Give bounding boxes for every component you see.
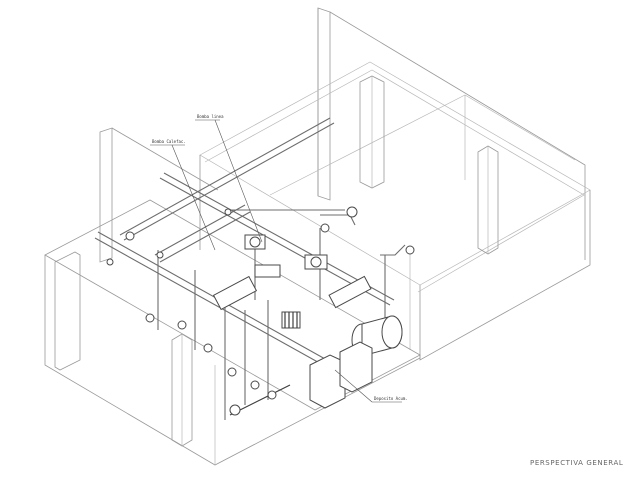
- pump-1-motor: [249, 236, 261, 248]
- callouts: Bomba Calefac. Bomba linea Deposito Acum…: [150, 114, 408, 403]
- drawing-title: PERSPECTIVA GENERAL: [530, 459, 623, 467]
- boiler-callout-label: Bomba Calefac.: [152, 139, 186, 144]
- pump-callout-label: Bomba linea: [197, 114, 224, 119]
- upper-room-roof: [199, 61, 591, 286]
- valve-11: [320, 223, 330, 233]
- valve-5: [250, 380, 260, 390]
- cross-pipe-2: [123, 122, 335, 241]
- valve-12: [405, 245, 415, 255]
- control-panel-2: [339, 341, 373, 393]
- tank-end-right: [381, 315, 403, 349]
- equipment: [106, 206, 415, 416]
- boiler-leader-line: [171, 144, 216, 251]
- plate-exchanger: [281, 311, 301, 329]
- tank-callout-label: Deposito Acum.: [374, 396, 408, 401]
- valve-8: [106, 258, 114, 266]
- left-block: [54, 251, 81, 371]
- valve-4: [227, 367, 237, 377]
- pump-3: [254, 264, 281, 278]
- heat-exchanger-1: [212, 275, 258, 311]
- left-wall-top: [111, 127, 219, 191]
- control-panel-1: [309, 354, 346, 409]
- valve-9: [156, 251, 164, 259]
- rear-header-2: [163, 172, 395, 301]
- expansion-vessel: [346, 206, 358, 218]
- tank-leader-line: [334, 369, 373, 403]
- rear-wall-top: [329, 11, 586, 260]
- heat-exchanger-2: [328, 275, 372, 309]
- valve-6: [229, 404, 241, 416]
- upper-room-front: [419, 190, 591, 361]
- building-shell: [44, 7, 591, 466]
- left-wall-panel: [99, 127, 113, 263]
- valve-3: [203, 343, 213, 353]
- valve-1: [145, 313, 155, 323]
- upper-room-inner: [204, 69, 585, 293]
- valve-10: [224, 208, 232, 216]
- elbow-pipe-2: [380, 244, 406, 256]
- pump-leader-line: [214, 119, 263, 243]
- rear-wall-left-edge: [317, 7, 331, 201]
- pump-2-motor: [310, 256, 322, 268]
- valve-7: [267, 390, 277, 400]
- distribution-pipe-2: [159, 211, 251, 263]
- valve-13: [125, 231, 135, 241]
- valve-2: [177, 320, 187, 330]
- cross-pipe-1: [119, 117, 331, 236]
- partition-top: [269, 94, 576, 196]
